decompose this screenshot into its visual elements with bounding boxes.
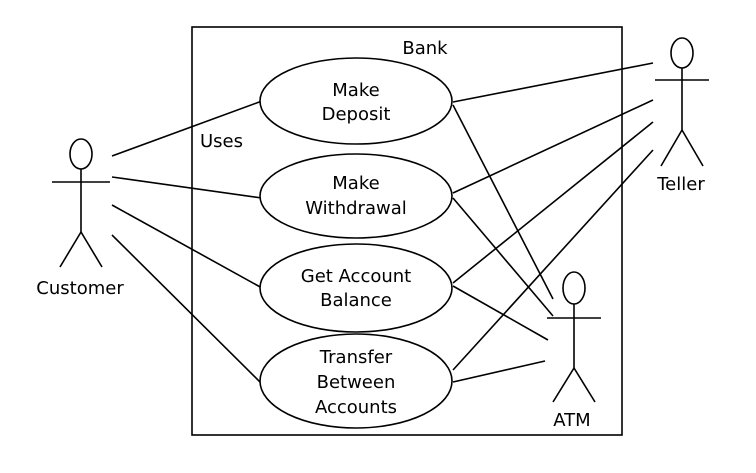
use-case-make-deposit: Make Deposit [259, 57, 453, 145]
stick-figure-icon [655, 37, 709, 167]
use-case-get-account-balance: Get Account Balance [259, 243, 453, 333]
use-case-ellipse [259, 243, 453, 333]
association-customer-withdrawal [111, 176, 263, 199]
use-case-transfer-between-accounts: Transfer Between Accounts [259, 333, 453, 429]
actor-customer: Customer [36, 138, 124, 299]
use-case-label-line-2: Deposit [322, 104, 391, 125]
uses-label: Uses [200, 131, 243, 152]
use-case-label-line-1: Make [332, 80, 379, 101]
use-case-make-withdrawal: Make Withdrawal [259, 153, 453, 239]
association-atm-balance [452, 285, 549, 341]
association-teller-balance [452, 121, 654, 284]
actor-left-leg [552, 367, 575, 403]
use-case-label-line-2: Withdrawal [305, 198, 406, 219]
use-case-label-line-1: Make [332, 173, 379, 194]
actor-label: Customer [36, 278, 124, 299]
actor-head [69, 138, 93, 170]
association-customer-balance [111, 204, 263, 289]
associations [111, 62, 654, 385]
association-atm-transfer [452, 360, 546, 383]
association-teller-withdrawal [452, 99, 654, 194]
system-boundary-box [191, 26, 623, 436]
use-case-ellipse [259, 57, 453, 145]
use-case-label-line-3: Accounts [315, 397, 397, 418]
actor-left-leg [59, 231, 82, 268]
actor-right-leg [681, 129, 704, 167]
actor-head [562, 271, 586, 305]
system-label: Bank [402, 38, 448, 59]
actor-label: Teller [656, 174, 705, 195]
association-atm-deposit [452, 104, 554, 300]
actor-left-leg [660, 129, 683, 167]
stick-figure-icon [52, 138, 110, 268]
association-customer-deposit [111, 100, 263, 157]
association-atm-withdrawal [452, 197, 554, 317]
use-case-label-line-2: Between [317, 372, 396, 393]
association-teller-transfer [452, 149, 654, 371]
use-case-label-line-2: Balance [320, 290, 392, 311]
actor-atm: ATM [547, 271, 601, 431]
use-case-label-line-1: Get Account [301, 266, 411, 287]
actor-right-leg [573, 367, 596, 403]
use-case-label-line-1: Transfer [319, 347, 393, 368]
actor-teller: Teller [655, 37, 709, 195]
use-case-ellipse [259, 333, 453, 429]
system-boundary: Bank [191, 26, 623, 436]
use-case-ellipse [259, 153, 453, 239]
actor-head [670, 37, 694, 69]
stick-figure-icon [547, 271, 601, 403]
actor-right-leg [80, 231, 103, 268]
association-teller-deposit [452, 62, 654, 103]
association-customer-transfer [111, 234, 263, 385]
actor-label: ATM [553, 410, 590, 431]
